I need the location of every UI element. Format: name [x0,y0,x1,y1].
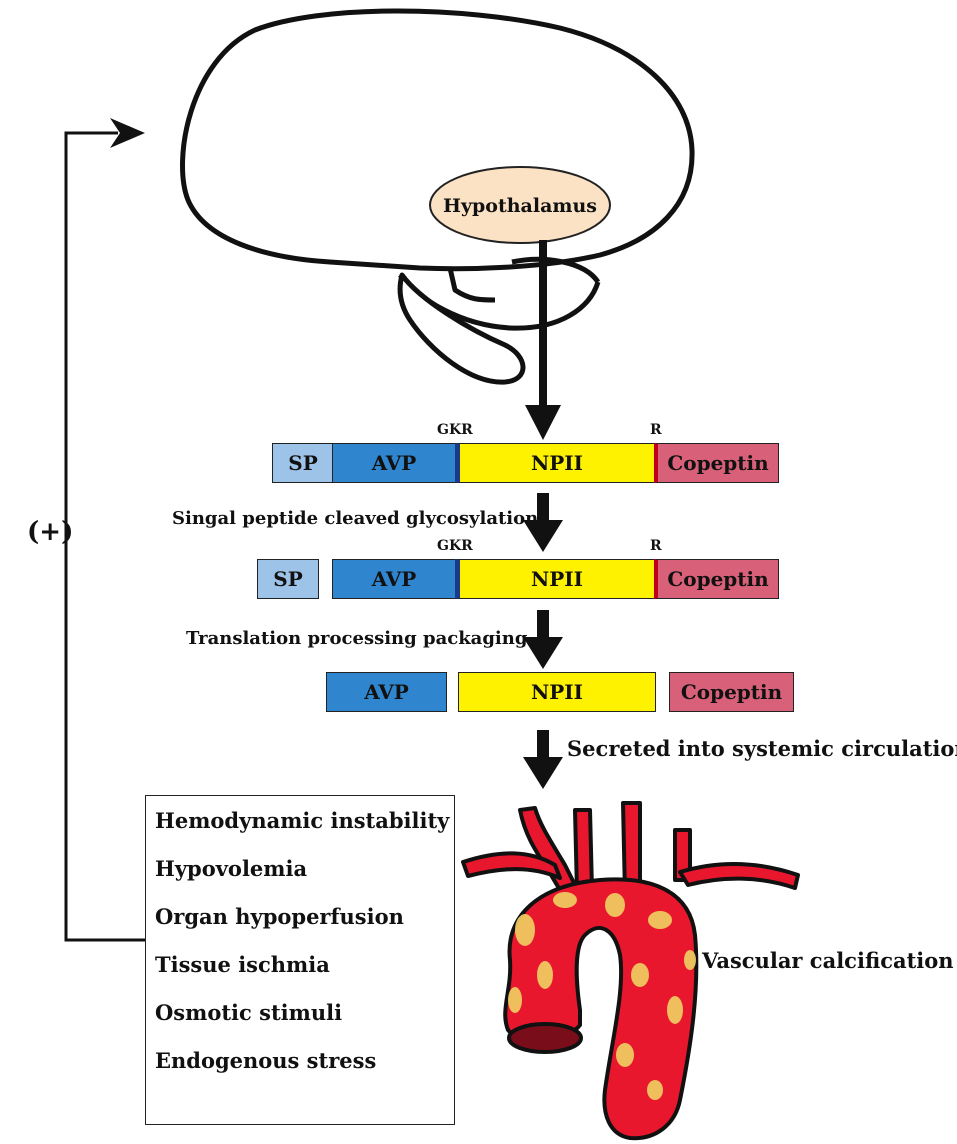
row1-copeptin-segment: Copeptin [654,443,779,483]
step2-label: Translation processing packaging [186,628,528,649]
stimuli-box: Hemodynamic instability Hypovolemia Orga… [145,795,455,1125]
hypothalamus-label: Hypothalamus [443,195,597,217]
step1-label: Singal peptide cleaved glycosylation [172,508,539,529]
vascular-calcification-label: Vascular calcification [702,948,954,973]
row2-npii-segment: NPII [455,559,655,599]
calcification-spots [508,892,696,1100]
stimulus-item: Tissue ischmia [155,952,330,977]
row2-avp-segment: AVP [332,559,456,599]
r-site-label: R [650,422,662,438]
down-arrow-icon [523,730,563,789]
feedback-label: (+) [27,517,73,547]
row3-copeptin-segment: Copeptin [669,672,794,712]
r-site-label: R [650,538,662,554]
gkr-site-label: GKR [437,538,473,554]
row1-npii-segment: NPII [455,443,655,483]
stimulus-item: Organ hypoperfusion [155,904,404,929]
hypothalamus-node [429,166,611,244]
stimulus-item: Endogenous stress [155,1048,377,1073]
step3-label: Secreted into systemic circulation [567,736,957,761]
down-arrow-icon [523,493,563,552]
gkr-site-label: GKR [437,422,473,438]
row1-avp-segment: AVP [332,443,456,483]
aorta-icon [461,801,800,1141]
down-arrow-icon [523,610,563,669]
stimulus-item: Osmotic stimuli [155,1000,343,1025]
row3-npii-segment: NPII [458,672,656,712]
down-arrow-icon [525,240,561,440]
row3-avp-segment: AVP [326,672,447,712]
stimulus-item: Hemodynamic instability [155,808,450,833]
row1-sp-segment: SP [272,443,334,483]
stimulus-item: Hypovolemia [155,856,308,881]
feedback-arrow-icon [64,118,145,942]
row2-sp-segment: SP [257,559,319,599]
row2-copeptin-segment: Copeptin [654,559,779,599]
